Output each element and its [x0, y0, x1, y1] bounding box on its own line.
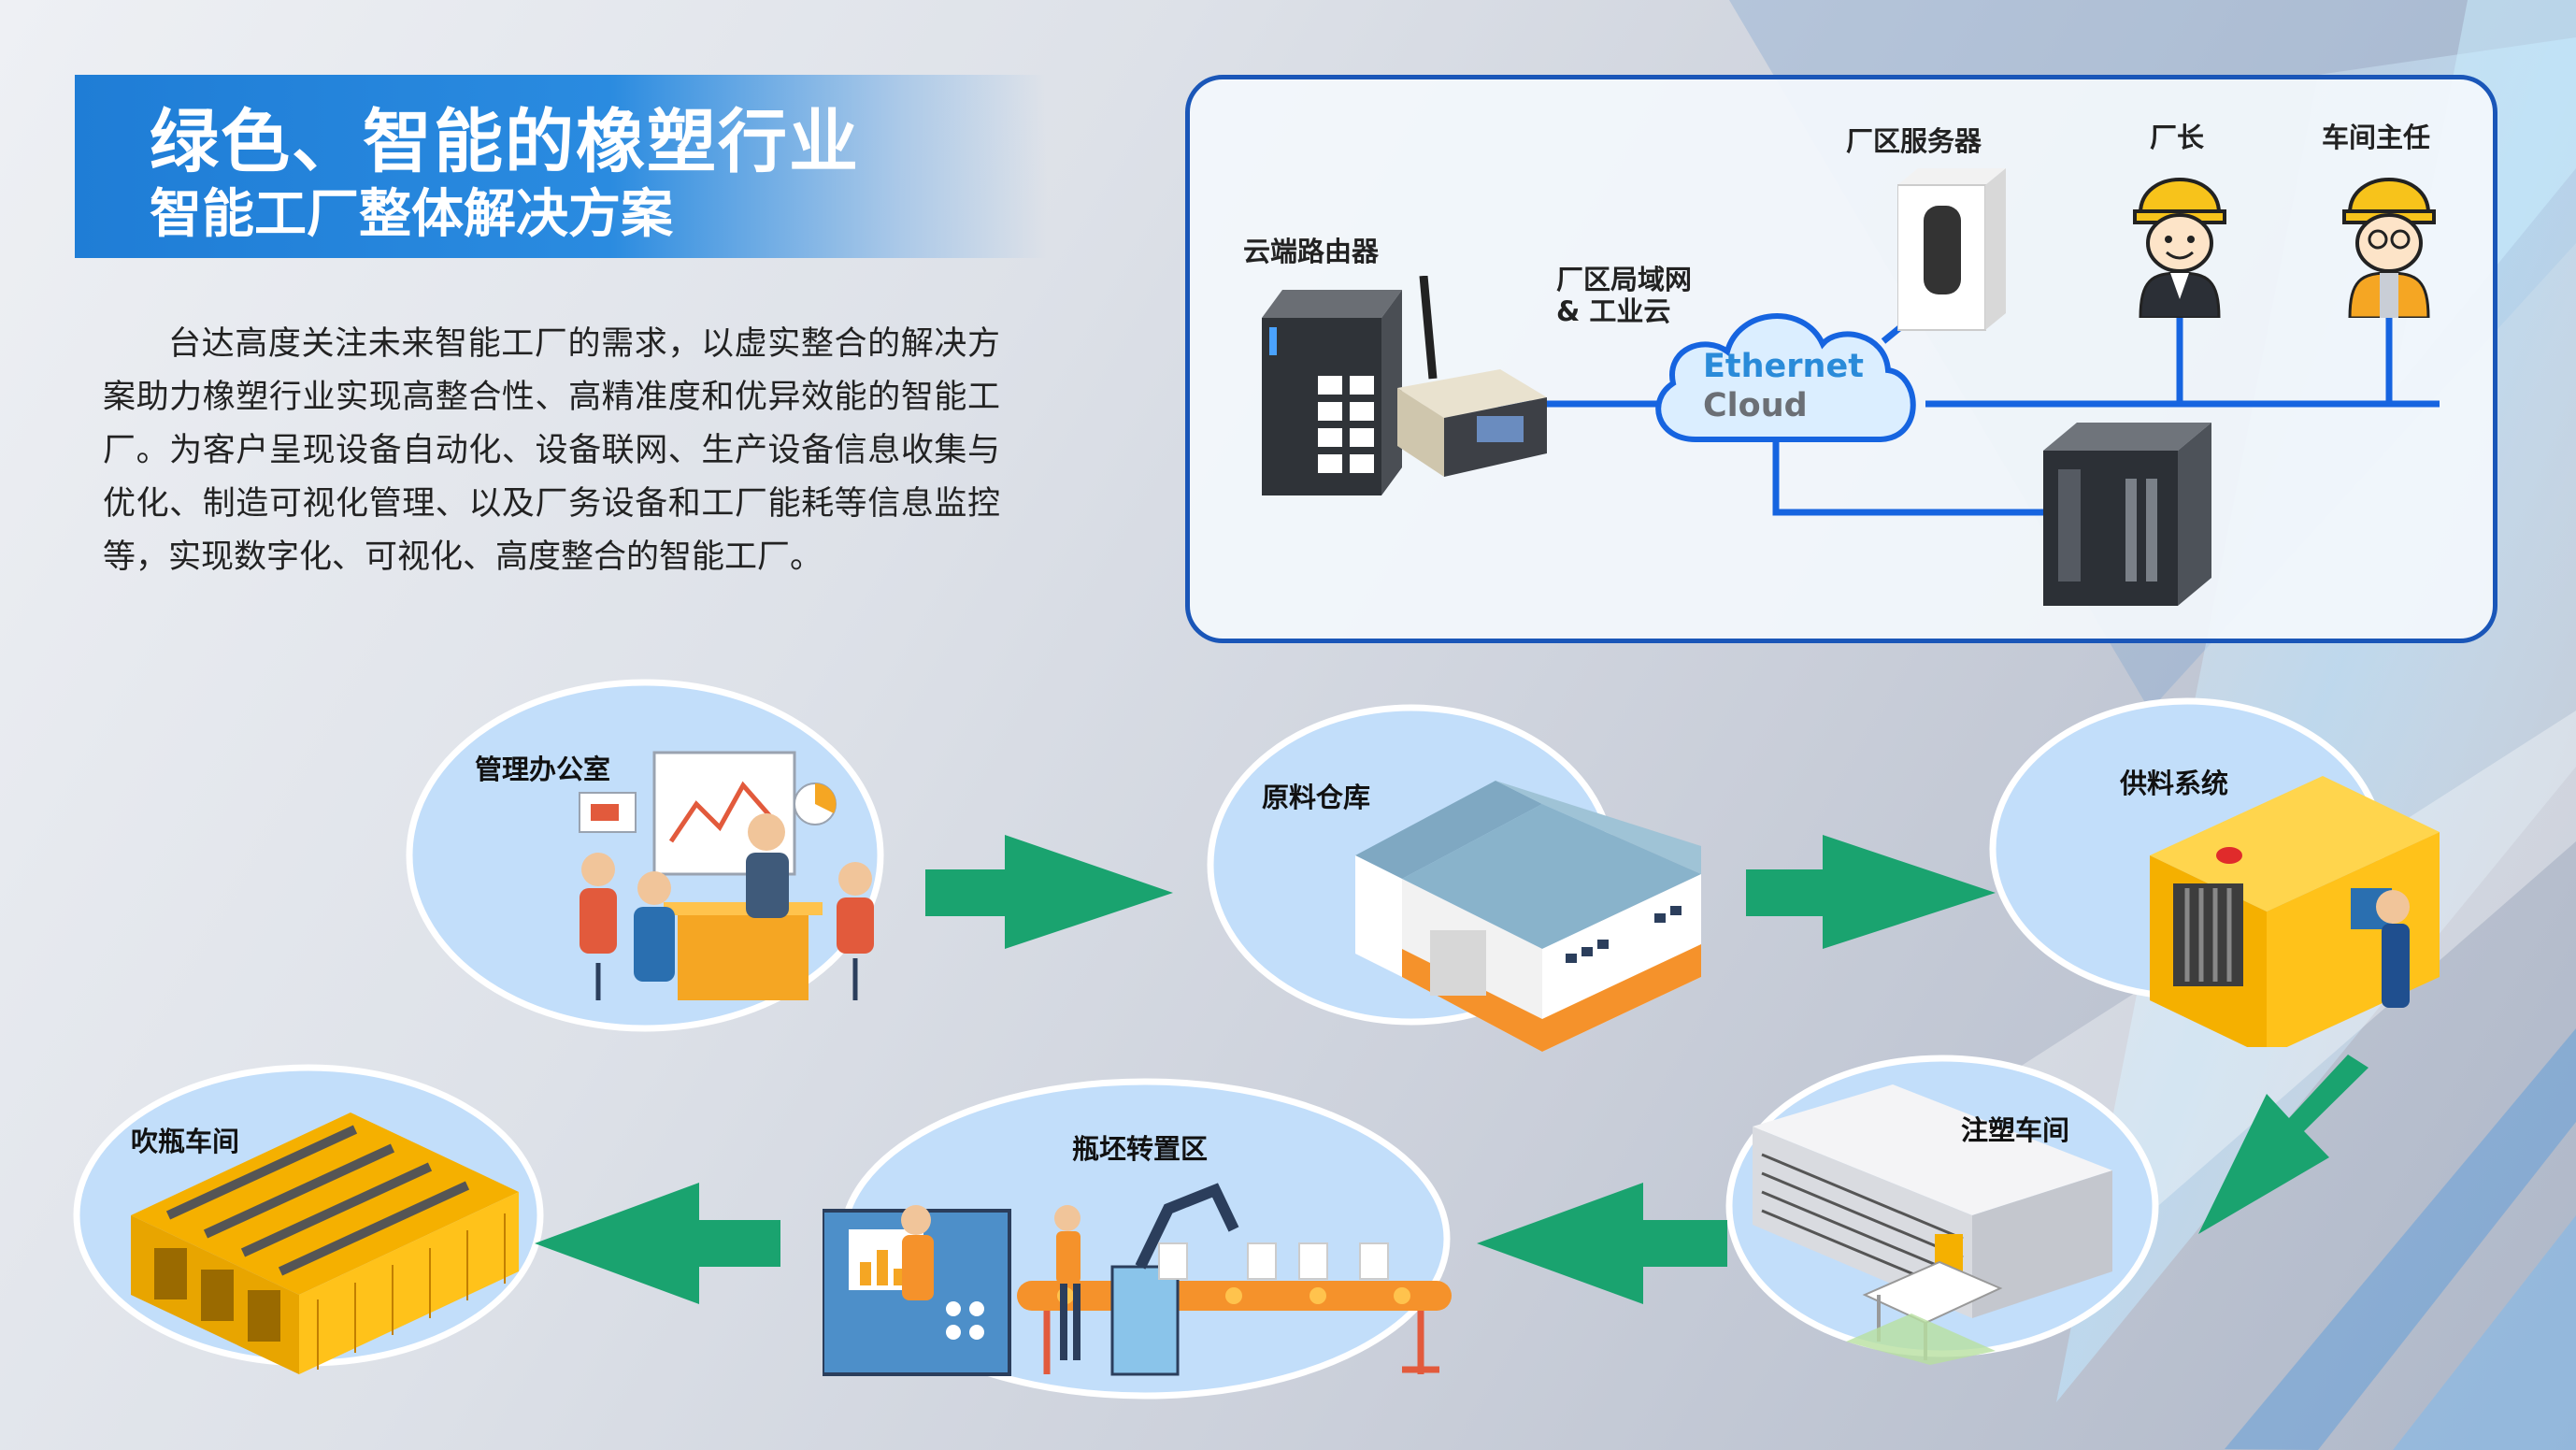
- router-label: 云端路由器: [1243, 236, 1380, 267]
- blow-workshop-illustration: [131, 1113, 519, 1374]
- injection-workshop-illustration: [1753, 1084, 2112, 1365]
- lan-label: 厂区局域网: [1556, 264, 1693, 295]
- feeding-system-illustration: [2150, 776, 2440, 1047]
- blow-workshop-label: 吹瓶车间: [131, 1126, 240, 1157]
- director-label: 厂长: [2150, 122, 2205, 153]
- office-label: 管理办公室: [475, 754, 611, 785]
- server-label: 厂区服务器: [1846, 125, 1982, 157]
- lan-label-cloud: & 工业云: [1556, 295, 1671, 327]
- page-subtitle: 智能工厂整体解决方案: [150, 184, 673, 245]
- workshop-supervisor-icon: [2342, 178, 2436, 318]
- injection-workshop-label: 注塑车间: [1961, 1114, 2070, 1146]
- title-banner: 绿色、智能的橡塑行业 智能工厂整体解决方案: [75, 75, 1047, 258]
- cloud-label-cloud: Cloud: [1703, 387, 1808, 424]
- wireless-router-icon: [1397, 276, 1547, 477]
- feeding-system-label: 供料系统: [2120, 768, 2229, 799]
- server-icon: [1897, 168, 2006, 331]
- page-title: 绿色、智能的橡塑行业: [150, 102, 860, 182]
- ethernet-cloud-icon: [1655, 313, 1916, 442]
- warehouse-label: 原料仓库: [1262, 782, 1371, 813]
- supervisor-label: 车间主任: [2322, 122, 2431, 153]
- network-diagram-panel: [1185, 75, 2497, 643]
- warehouse-illustration: [1355, 781, 1701, 1052]
- factory-director-icon: [2133, 178, 2226, 318]
- intro-paragraph: 台达高度关注未来智能工厂的需求，以虚实整合的解决方案助力橡塑行业实现高整合性、高…: [103, 325, 1000, 576]
- industrial-switch-icon: [1262, 290, 1402, 495]
- cloud-label-ethernet: Ethernet: [1703, 348, 1864, 385]
- preform-transfer-label: 瓶坯转置区: [1072, 1133, 1209, 1165]
- preform-transfer-illustration: [823, 1183, 1452, 1376]
- office-illustration: [579, 751, 874, 1000]
- industrial-pc-icon: [2043, 423, 2211, 606]
